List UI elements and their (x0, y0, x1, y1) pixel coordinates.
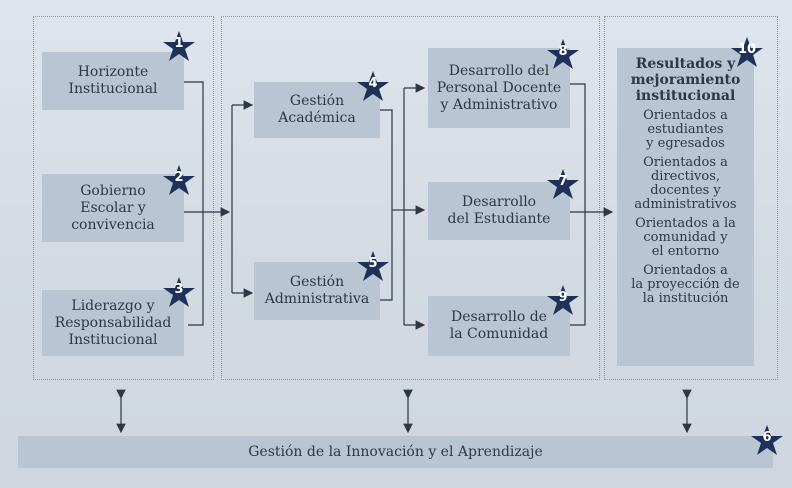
results-item-estudiantes: Orientados a estudiantes y egresados (643, 108, 728, 151)
label-horizonte: Horizonte Institucional (68, 64, 158, 97)
star-number: 5 (368, 256, 378, 271)
star-number: 8 (558, 44, 568, 59)
star-badge-3: 3 (162, 276, 196, 310)
box-resultados: Resultados y mejoramiento institucional … (617, 48, 754, 366)
star-badge-6: 6 (750, 424, 784, 458)
box-liderazgo: Liderazgo y Responsabilidad Instituciona… (42, 290, 184, 356)
box-desarrollo-personal: Desarrollo del Personal Docente y Admini… (428, 48, 570, 128)
star-icon (163, 277, 195, 307)
box-desarrollo-comunidad: Desarrollo de la Comunidad (428, 296, 570, 356)
star-badge-4: 4 (356, 70, 390, 104)
box-gestion-innovacion: Gestión de la Innovación y el Aprendizaj… (18, 436, 773, 468)
label-personal: Desarrollo del Personal Docente y Admini… (436, 62, 562, 113)
group-management (221, 16, 600, 380)
star-badge-10: 10 (730, 36, 764, 70)
star-badge-2: 2 (162, 164, 196, 198)
label-innovacion: Gestión de la Innovación y el Aprendizaj… (248, 444, 543, 460)
box-gobierno-escolar: Gobierno Escolar y convivencia (42, 174, 184, 242)
star-number: 2 (174, 170, 184, 185)
results-item-directivos: Orientados a directivos, docentes y admi… (634, 155, 737, 212)
star-number: 3 (174, 282, 184, 297)
star-icon (163, 31, 195, 61)
label-gobierno: Gobierno Escolar y convivencia (71, 182, 155, 233)
star-number: 10 (737, 42, 757, 57)
group-results (604, 16, 778, 380)
box-horizonte-institucional: Horizonte Institucional (42, 52, 184, 110)
results-item-proyeccion: Orientados a la proyección de la institu… (631, 263, 740, 306)
star-number: 4 (368, 76, 378, 91)
star-icon (357, 251, 389, 281)
star-number: 6 (762, 430, 772, 445)
group-leadership (33, 16, 214, 380)
star-badge-5: 5 (356, 250, 390, 284)
star-badge-1: 1 (162, 30, 196, 64)
label-administrativa: Gestión Administrativa (264, 274, 370, 307)
label-academica: Gestión Académica (278, 93, 356, 126)
results-title: Resultados y mejoramiento institucional (630, 56, 741, 104)
star-icon (357, 71, 389, 101)
label-comunidad: Desarrollo de la Comunidad (449, 309, 549, 342)
star-badge-8: 8 (546, 38, 580, 72)
star-number: 9 (558, 290, 568, 305)
label-estudiante: Desarrollo del Estudiante (447, 194, 551, 227)
star-badge-7: 7 (546, 168, 580, 202)
star-number: 1 (174, 36, 184, 51)
star-badge-9: 9 (546, 284, 580, 318)
box-gestion-academica: Gestión Académica (254, 82, 380, 138)
results-item-comunidad: Orientados a la comunidad y el entorno (635, 216, 736, 259)
star-icon (163, 165, 195, 195)
box-desarrollo-estudiante: Desarrollo del Estudiante (428, 182, 570, 240)
box-gestion-administrativa: Gestión Administrativa (254, 262, 380, 320)
star-icon (547, 39, 579, 69)
star-icon (547, 169, 579, 199)
star-icon (731, 37, 763, 67)
label-liderazgo: Liderazgo y Responsabilidad Instituciona… (54, 297, 172, 348)
star-icon (547, 285, 579, 315)
star-icon (751, 425, 783, 455)
star-number: 7 (558, 174, 568, 189)
